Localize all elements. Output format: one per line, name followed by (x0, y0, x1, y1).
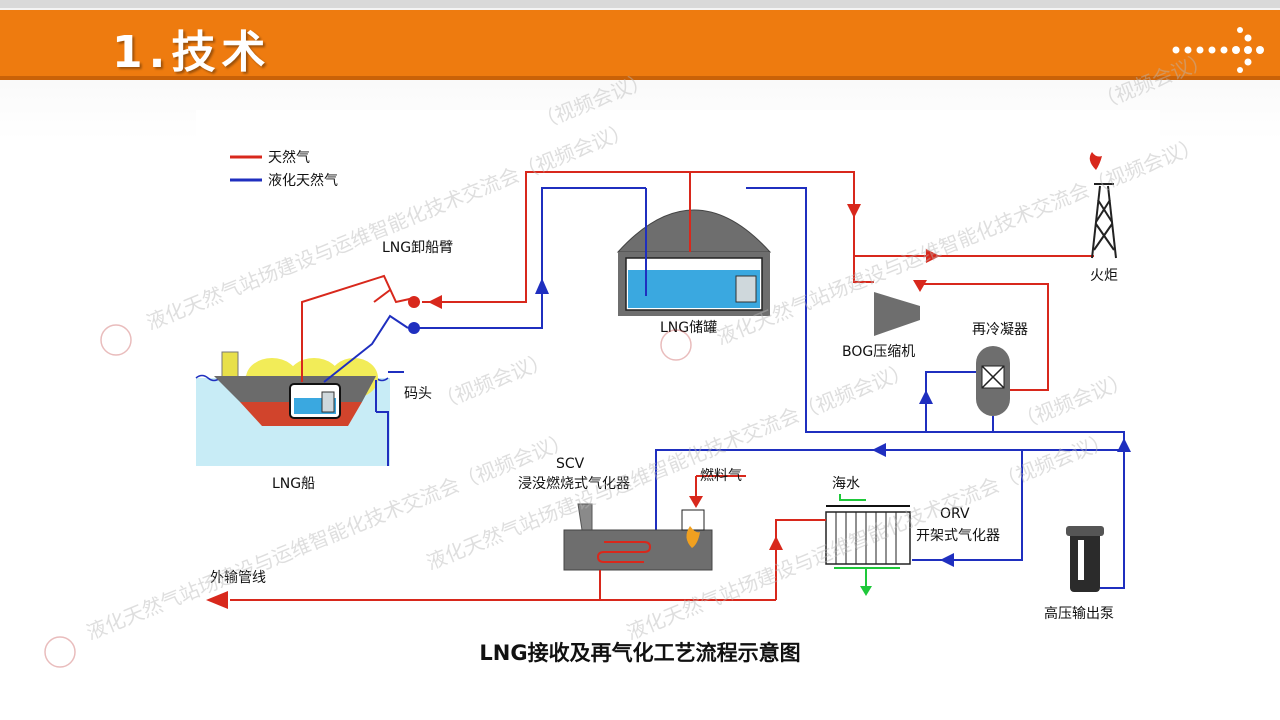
label-unloading-arm: LNG卸船臂 (382, 240, 453, 256)
jetty-structure (376, 411, 389, 466)
pipeline-arrow-icon (206, 591, 228, 609)
lng-send-out-line (655, 187, 1125, 589)
legend-lng-label: 液化天然气 (268, 172, 338, 189)
flow-arrow-icon (919, 390, 933, 404)
label-recondenser: 再冷凝器 (972, 322, 1028, 338)
bog-compressor (874, 292, 920, 336)
recondenser-inlet-line (925, 371, 976, 432)
label-flare: 火炬 (1090, 268, 1118, 284)
flow-arrow-icon (913, 280, 927, 292)
dots-logo-icon (1172, 27, 1264, 73)
flow-arrow-icon (847, 204, 861, 218)
orv-vaporizer (825, 494, 911, 596)
lng-unloading-line (323, 187, 647, 383)
label-lng-ship: LNG船 (272, 476, 315, 492)
watermark: 液化天然气站场建设与运维智能化技术交流会（视频会议） 液化天然气站场建设与运维智… (44, 47, 1213, 668)
diagram-caption: LNG接收及再气化工艺流程示意图 (479, 641, 800, 665)
title-bar: 1.技术 (0, 10, 1280, 80)
gas-send-out-line (230, 519, 826, 601)
flow-arrow-icon (1117, 438, 1131, 452)
lng-ship (195, 351, 390, 466)
label-bog-compressor: BOG压缩机 (842, 344, 915, 360)
flow-arrow-icon (428, 295, 442, 309)
label-scv: 浸没燃烧式气化器 (518, 475, 630, 492)
flow-arrow-icon (926, 249, 940, 263)
label-jetty: 码头 (404, 386, 432, 402)
flow-arrow-icon (872, 443, 886, 457)
flare-tower (1091, 183, 1117, 259)
label-scv-abbr: SCV (556, 456, 585, 472)
label-seawater: 海水 (832, 476, 860, 492)
label-orv: 开架式气化器 (916, 528, 1000, 544)
watermark-text: （视频会议） (1093, 47, 1213, 114)
recondenser (976, 346, 1010, 416)
arm-lng-joint (408, 322, 420, 334)
watermark-text: 液化天然气站场建设与运维智能化技术交流会（视频会议） (143, 118, 634, 335)
vapor-return-line (422, 171, 1094, 303)
watermark-text: （视频会议） (533, 67, 653, 134)
label-fuel-gas: 燃料气 (700, 467, 742, 484)
label-pipeline: 外输管线 (210, 570, 266, 586)
watermark-text: 液化天然气站场建设与运维智能化技术交流会（视频会议） (713, 133, 1204, 350)
high-pressure-pump (1066, 526, 1104, 592)
page-title: 1.技术 (112, 27, 272, 78)
lng-storage-tank (616, 209, 772, 316)
top-border (0, 0, 1280, 8)
arm-gas-joint (408, 296, 420, 308)
watermark-text: （视频会议） (1013, 367, 1133, 434)
label-hp-pump: 高压输出泵 (1044, 605, 1114, 622)
flow-arrow-icon (535, 278, 549, 294)
legend: 天然气 液化天然气 (230, 149, 338, 189)
label-orv-abbr: ORV (940, 506, 970, 522)
unloading-arm (301, 274, 415, 382)
flare-flame-icon (1089, 152, 1102, 170)
flow-arrow-icon (940, 553, 954, 567)
legend-gas-label: 天然气 (268, 149, 310, 166)
watermark-text: （视频会议） (433, 347, 553, 414)
scv-vaporizer (563, 503, 713, 571)
flow-arrow-icon (689, 496, 703, 508)
flow-arrow-icon (769, 536, 783, 550)
label-lng-tank: LNG储罐 (660, 320, 717, 336)
